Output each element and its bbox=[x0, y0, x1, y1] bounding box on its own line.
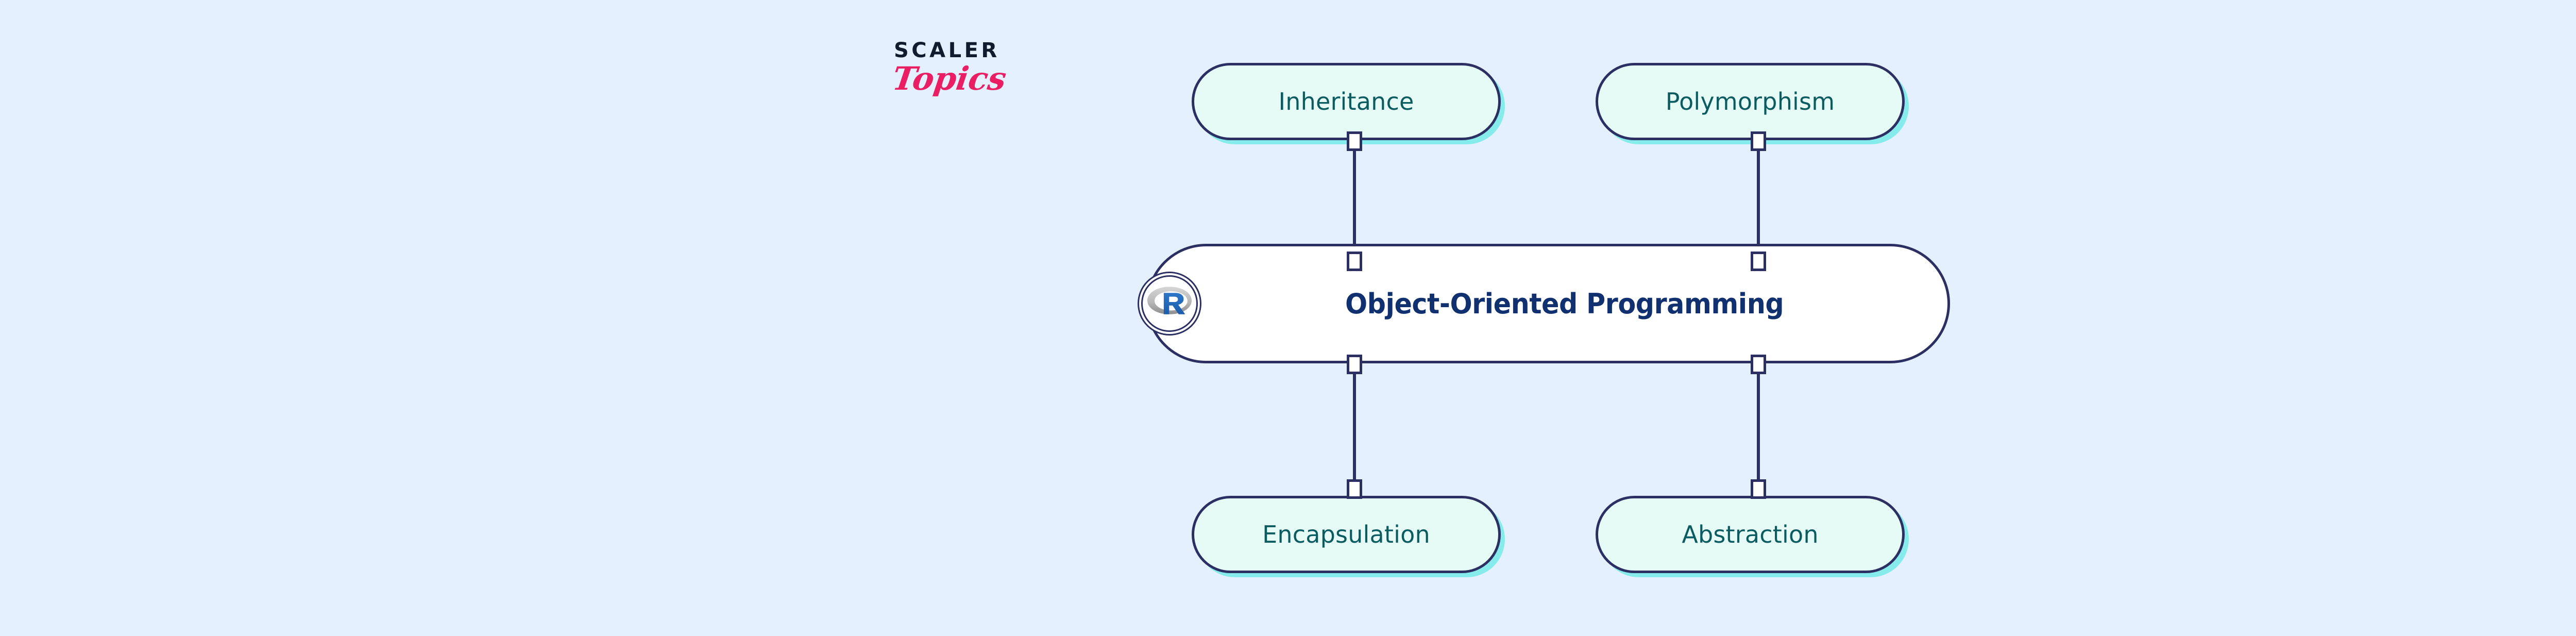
port-abstraction-top bbox=[1751, 479, 1766, 499]
node-polymorphism-label: Polymorphism bbox=[1665, 88, 1835, 115]
node-inheritance[interactable]: Inheritance bbox=[1192, 63, 1501, 140]
brand-name: SCALER bbox=[894, 39, 1000, 62]
connector-polymorphism bbox=[1757, 140, 1760, 270]
connector-inheritance bbox=[1353, 140, 1356, 270]
node-abstraction[interactable]: Abstraction bbox=[1596, 496, 1905, 573]
node-object-oriented-programming[interactable]: Object-Oriented Programming bbox=[1138, 244, 1950, 363]
connector-abstraction bbox=[1757, 361, 1760, 496]
node-encapsulation-label: Encapsulation bbox=[1262, 521, 1430, 548]
node-polymorphism[interactable]: Polymorphism bbox=[1596, 63, 1905, 140]
scaler-topics-logo: SCALER Topics bbox=[890, 39, 1048, 133]
connector-encapsulation bbox=[1353, 361, 1356, 496]
port-root-bottom-left bbox=[1347, 355, 1362, 374]
port-inheritance-bottom bbox=[1347, 131, 1362, 151]
r-logo-glyph bbox=[1147, 287, 1192, 314]
r-logo-inner-ring bbox=[1141, 275, 1198, 332]
port-root-top-left bbox=[1347, 252, 1362, 271]
port-polymorphism-bottom bbox=[1751, 131, 1766, 151]
node-abstraction-label: Abstraction bbox=[1682, 521, 1819, 548]
node-inheritance-label: Inheritance bbox=[1278, 88, 1414, 115]
node-root-label: Object-Oriented Programming bbox=[1345, 287, 1784, 320]
port-encapsulation-top bbox=[1347, 479, 1362, 499]
port-root-bottom-right bbox=[1751, 355, 1766, 374]
port-root-top-right bbox=[1751, 252, 1766, 271]
brand-subname: Topics bbox=[890, 60, 1009, 97]
node-encapsulation[interactable]: Encapsulation bbox=[1192, 496, 1501, 573]
r-language-logo-icon bbox=[1138, 272, 1201, 336]
